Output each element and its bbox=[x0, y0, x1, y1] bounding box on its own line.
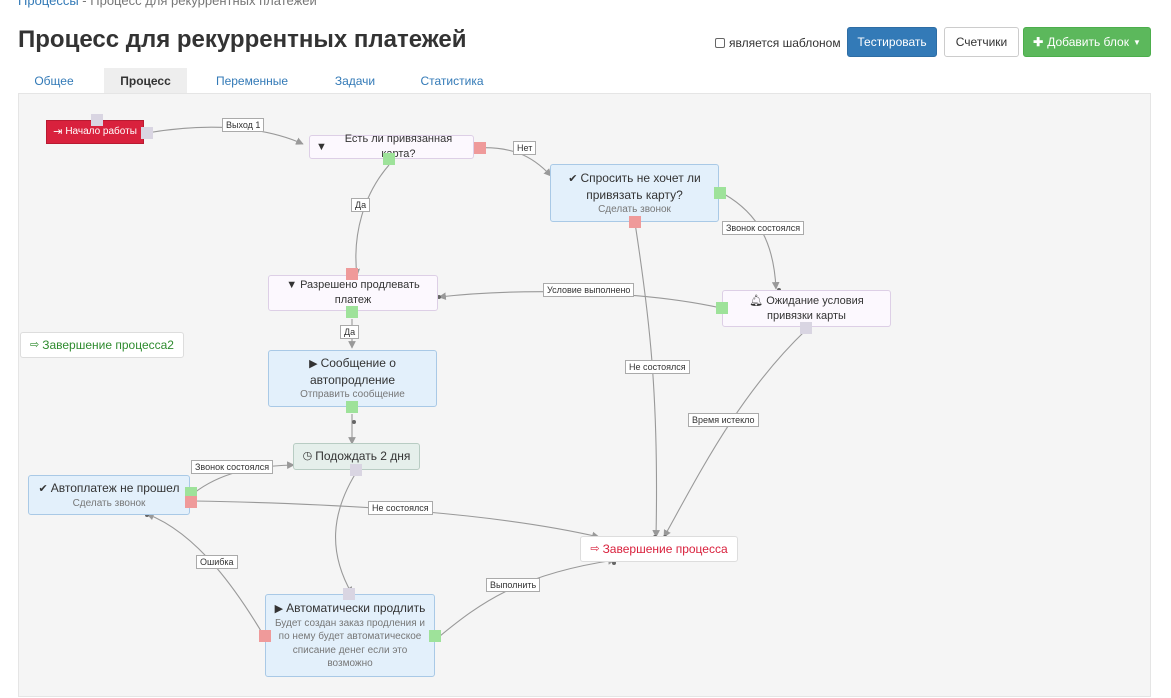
bell-icon: 🔔︎ bbox=[749, 294, 764, 307]
node-autoextend-message-sub: Отправить сообщение bbox=[300, 389, 405, 401]
edge-autoext-error[interactable] bbox=[146, 512, 265, 637]
edge-time-expired[interactable] bbox=[663, 329, 807, 538]
node-autopay-failed-title: ✔Автоплатеж не прошел bbox=[39, 480, 180, 497]
node-wait-bind-card-label: Ожидание условия привязки карты bbox=[766, 294, 864, 322]
node-has-card-label: Есть ли привязанная карта? bbox=[344, 133, 453, 160]
template-checkbox[interactable]: является шаблоном bbox=[715, 36, 841, 50]
edge-label-cond-met: Условие выполнено bbox=[543, 283, 635, 297]
add-block-button[interactable]: ✚ Добавить блок ▼ bbox=[1023, 27, 1151, 57]
template-checkbox-label: является шаблоном bbox=[729, 36, 841, 50]
port-wait-bind-cond-met[interactable] bbox=[716, 302, 728, 314]
edge-wait-to-autoext[interactable] bbox=[335, 467, 360, 595]
node-allowed-extend-label: Разрешено продлевать платеж bbox=[300, 279, 420, 306]
plus-icon: ✚ bbox=[1033, 35, 1044, 49]
node-wait-2-days[interactable]: ◷Подождать 2 дня bbox=[293, 443, 420, 470]
sign-out-icon: ⇨ bbox=[590, 542, 600, 555]
node-end-process2[interactable]: ⇨Завершение процесса2 bbox=[20, 332, 184, 358]
breadcrumb-processes-link[interactable]: Процессы bbox=[18, 0, 79, 8]
edge-has-card-yes[interactable] bbox=[352, 164, 390, 277]
sign-out-icon: ⇨ bbox=[30, 338, 40, 351]
edge-label-call-done2: Звонок состоялся bbox=[191, 460, 274, 474]
edge-label-call-done1: Звонок состоялся bbox=[722, 221, 805, 235]
node-auto-extend[interactable]: ▶Автоматически продлить Будет создан зак… bbox=[265, 594, 435, 677]
node-allowed-extend[interactable]: ▼Разрешено продлевать платеж bbox=[268, 275, 438, 311]
sign-in-icon: ⇥ bbox=[53, 125, 63, 138]
edge-autoext-done[interactable] bbox=[439, 557, 616, 637]
filter-icon: ▼ bbox=[286, 279, 298, 292]
node-auto-extend-label: Автоматически продлить bbox=[286, 601, 426, 616]
node-autoextend-message-label: Сообщение о автопродление bbox=[309, 356, 396, 388]
process-canvas[interactable]: ⇥Начало работы ▼ Есть ли привязанная карт… bbox=[18, 93, 1151, 697]
page-title: Процесс для рекуррентных платежей bbox=[18, 26, 467, 53]
node-ask-bind-card[interactable]: ✔Спросить не хочет ли привязать карту? С… bbox=[550, 164, 719, 222]
check-icon: ✔ bbox=[568, 172, 578, 185]
node-allowed-extend-title: ▼Разрешено продлевать платеж bbox=[275, 278, 431, 308]
test-button[interactable]: Тестировать bbox=[847, 27, 937, 57]
tab-general[interactable]: Общее bbox=[34, 74, 74, 88]
node-end-process[interactable]: ⇨Завершение процесса bbox=[580, 536, 738, 562]
node-autoextend-message-title: ▶Сообщение о автопродление bbox=[275, 355, 430, 388]
node-wait-2-days-label: Подождать 2 дня bbox=[315, 449, 411, 464]
port-allowed-in[interactable] bbox=[346, 268, 358, 280]
tab-tasks[interactable]: Задачи bbox=[334, 74, 376, 88]
node-ask-bind-card-label: Спросить не хочет ли привязать карту? bbox=[580, 170, 701, 202]
play-icon: ▶ bbox=[309, 358, 318, 371]
edge-label-not-done2: Не состоялся bbox=[368, 501, 433, 515]
node-start-label: Начало работы bbox=[65, 126, 137, 138]
edge-label-no: Нет bbox=[513, 141, 537, 155]
check-icon: ✔ bbox=[38, 482, 48, 495]
port-start-out[interactable] bbox=[141, 127, 153, 139]
node-autopay-failed-label: Автоплатеж не прошел bbox=[50, 480, 180, 495]
node-autopay-failed-sub: Сделать звонок bbox=[72, 497, 146, 509]
node-ask-bind-card-title: ✔Спросить не хочет ли привязать карту? bbox=[557, 170, 712, 203]
breadcrumb-current: Процесс для рекуррентных платежей bbox=[90, 0, 317, 8]
port-wait2-out[interactable] bbox=[350, 464, 362, 476]
counters-button[interactable]: Счетчики bbox=[944, 27, 1019, 57]
edge-label-time-expired: Время истекло bbox=[688, 413, 759, 427]
add-block-label: Добавить блок bbox=[1047, 35, 1129, 49]
node-end-process2-label: Завершение процесса2 bbox=[42, 337, 174, 352]
caret-down-icon: ▼ bbox=[1132, 37, 1141, 47]
node-ask-bind-card-sub: Сделать звонок bbox=[598, 203, 671, 215]
port-has-card-yes[interactable] bbox=[383, 153, 395, 165]
node-autopay-failed[interactable]: ✔Автоплатеж не прошел Сделать звонок bbox=[28, 475, 190, 515]
port-ask-call-done[interactable] bbox=[714, 187, 726, 199]
edge-label-not-done1: Не состоялся bbox=[625, 360, 690, 374]
breadcrumb: Процессы - Процесс для рекуррентных плат… bbox=[18, 0, 317, 8]
port-start-in[interactable] bbox=[91, 114, 103, 126]
play-icon: ▶ bbox=[274, 603, 284, 616]
edge-ask-not-done[interactable] bbox=[634, 222, 660, 538]
port-msg-out[interactable] bbox=[346, 401, 358, 413]
node-end-process-label: Завершение процесса bbox=[602, 541, 728, 556]
edge-ask-call-done[interactable] bbox=[723, 193, 780, 290]
port-autofail-not-done[interactable] bbox=[185, 496, 197, 508]
port-ask-not-done[interactable] bbox=[629, 216, 641, 228]
edge-label-yes2: Да bbox=[340, 325, 360, 339]
template-checkbox-box[interactable] bbox=[715, 38, 725, 48]
port-auto-extend-error[interactable] bbox=[259, 630, 271, 642]
breadcrumb-separator: - bbox=[78, 0, 91, 8]
port-auto-extend-done[interactable] bbox=[429, 630, 441, 642]
port-has-card-no[interactable] bbox=[474, 142, 486, 154]
tab-process[interactable]: Процесс bbox=[104, 68, 187, 94]
port-allowed-yes[interactable] bbox=[346, 306, 358, 318]
edge-label-error: Ошибка bbox=[196, 555, 238, 569]
filter-icon: ▼ bbox=[316, 140, 327, 153]
port-wait-bind-expired[interactable] bbox=[800, 322, 812, 334]
port-auto-extend-in[interactable] bbox=[343, 588, 355, 600]
tab-statistics[interactable]: Статистика bbox=[420, 74, 484, 88]
node-wait-bind-card-title: 🔔︎Ожидание условия привязки карты bbox=[729, 294, 884, 324]
edge-label-yes1: Да bbox=[351, 198, 371, 212]
edge-label-done: Выполнить bbox=[486, 578, 541, 592]
node-auto-extend-sub: Будет создан заказ продления и по нему б… bbox=[274, 617, 426, 670]
edge-label-exit1: Выход 1 bbox=[222, 118, 265, 132]
node-autoextend-message[interactable]: ▶Сообщение о автопродление Отправить соо… bbox=[268, 350, 437, 407]
node-auto-extend-title: ▶Автоматически продлить bbox=[275, 600, 426, 617]
clock-icon: ◷ bbox=[302, 450, 313, 463]
tab-variables[interactable]: Переменные bbox=[215, 74, 289, 88]
